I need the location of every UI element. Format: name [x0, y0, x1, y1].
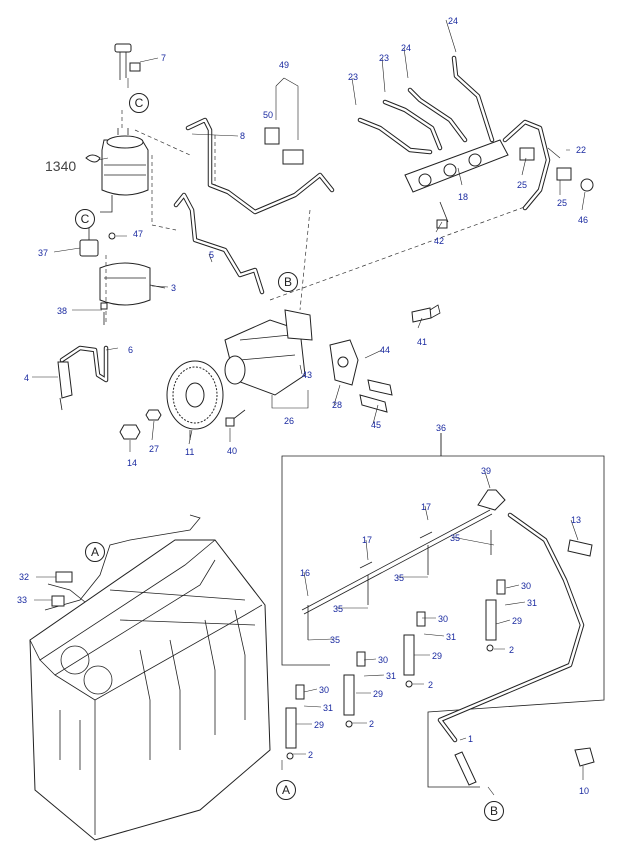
ref-marker-a[interactable]: A	[276, 780, 296, 800]
part-label-40[interactable]: 40	[227, 446, 238, 456]
pipe-clamps	[264, 77, 304, 165]
part-label-41[interactable]: 41	[417, 337, 428, 347]
part-label-35[interactable]: 35	[333, 604, 344, 614]
part-label-7[interactable]: 7	[161, 53, 167, 63]
part-label-27[interactable]: 27	[149, 444, 160, 454]
part-label-31[interactable]: 31	[323, 703, 334, 713]
part-label-31[interactable]: 31	[446, 632, 457, 642]
bolts-and-nuts	[119, 304, 441, 440]
part-label-38[interactable]: 38	[57, 306, 68, 316]
part-label-46[interactable]: 46	[578, 215, 589, 225]
part-label-47[interactable]: 47	[133, 229, 144, 239]
part-label-32[interactable]: 32	[19, 572, 30, 582]
injector-kit-frame	[281, 433, 605, 788]
part-label-31[interactable]: 31	[527, 598, 538, 608]
part-label-17[interactable]: 17	[362, 535, 373, 545]
part-label-8[interactable]: 8	[240, 131, 246, 141]
engine-block	[29, 514, 271, 841]
part-label-10[interactable]: 10	[579, 786, 590, 796]
ref-marker-b[interactable]: B	[484, 801, 504, 821]
part-label-2[interactable]: 2	[308, 750, 314, 760]
part-label-16[interactable]: 16	[300, 568, 311, 578]
pump-sprocket	[166, 360, 224, 440]
part-label-31[interactable]: 31	[386, 671, 397, 681]
part-label-22[interactable]: 22	[576, 145, 587, 155]
injectors	[285, 530, 506, 760]
ref-marker-b[interactable]: B	[278, 272, 298, 292]
part-label-24[interactable]: 24	[401, 43, 412, 53]
part-label-4[interactable]: 4	[24, 373, 30, 383]
part-label-23[interactable]: 23	[379, 53, 390, 63]
part-label-2[interactable]: 2	[509, 645, 515, 655]
part-label-35[interactable]: 35	[330, 635, 341, 645]
part-label-2[interactable]: 2	[369, 719, 375, 729]
part-label-13[interactable]: 13	[571, 515, 582, 525]
part-label-6[interactable]: 6	[128, 345, 134, 355]
part-label-23[interactable]: 23	[348, 72, 359, 82]
part-label-36[interactable]: 36	[436, 423, 447, 433]
part-label-49[interactable]: 49	[279, 60, 290, 70]
part-label-30[interactable]: 30	[378, 655, 389, 665]
part-label-18[interactable]: 18	[458, 192, 469, 202]
part-label-50[interactable]: 50	[263, 110, 274, 120]
part-label-1340[interactable]: 1340	[45, 158, 77, 174]
part-label-44[interactable]: 44	[380, 345, 391, 355]
common-rail-assembly	[357, 55, 594, 229]
part-label-26[interactable]: 26	[284, 416, 295, 426]
part-label-30[interactable]: 30	[438, 614, 449, 624]
part-label-45[interactable]: 45	[371, 420, 382, 430]
ref-marker-a[interactable]: A	[85, 542, 105, 562]
part-label-39[interactable]: 39	[481, 466, 492, 476]
part-label-24[interactable]: 24	[448, 16, 459, 26]
part-label-11[interactable]: 11	[185, 447, 195, 457]
part-label-25[interactable]: 25	[517, 180, 528, 190]
return-hoses	[301, 489, 595, 786]
part-label-1[interactable]: 1	[468, 734, 474, 744]
ref-marker-c[interactable]: C	[129, 93, 149, 113]
leader-lines	[32, 19, 586, 796]
part-label-30[interactable]: 30	[319, 685, 330, 695]
part-label-43[interactable]: 43	[302, 370, 313, 380]
part-label-17[interactable]: 17	[421, 502, 432, 512]
high-pressure-pump	[224, 309, 359, 409]
fuel-filter-assembly	[85, 43, 191, 213]
part-label-42[interactable]: 42	[434, 236, 445, 246]
part-label-35[interactable]: 35	[450, 533, 461, 543]
filter-bracket	[79, 228, 166, 325]
water-sensor-and-hose	[57, 345, 109, 411]
fuel-pipes	[151, 117, 531, 311]
part-label-25[interactable]: 25	[557, 198, 568, 208]
part-label-35[interactable]: 35	[394, 573, 405, 583]
part-label-28[interactable]: 28	[332, 400, 343, 410]
part-label-29[interactable]: 29	[432, 651, 443, 661]
part-label-37[interactable]: 37	[38, 248, 49, 258]
part-label-30[interactable]: 30	[521, 581, 532, 591]
part-label-29[interactable]: 29	[314, 720, 325, 730]
part-label-29[interactable]: 29	[373, 689, 384, 699]
part-label-33[interactable]: 33	[17, 595, 28, 605]
part-label-2[interactable]: 2	[428, 680, 434, 690]
part-label-3[interactable]: 3	[171, 283, 177, 293]
part-label-5[interactable]: 5	[209, 250, 215, 260]
part-label-14[interactable]: 14	[127, 458, 138, 468]
part-label-29[interactable]: 29	[512, 616, 523, 626]
ref-marker-c[interactable]: C	[75, 209, 95, 229]
